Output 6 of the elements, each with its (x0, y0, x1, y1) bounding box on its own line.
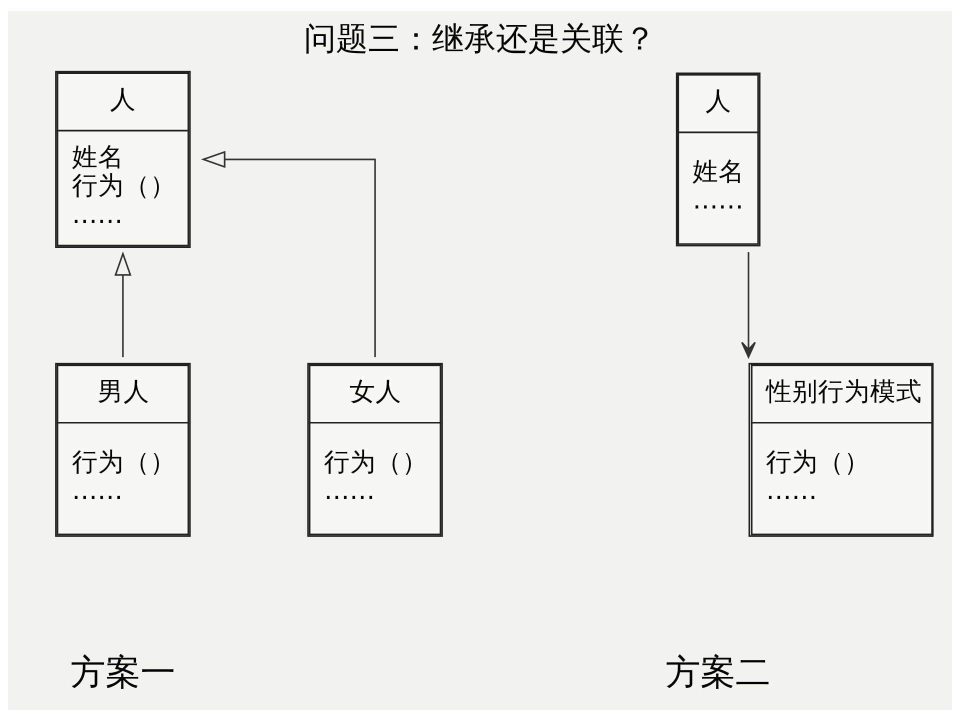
label: 方案二 (666, 651, 771, 692)
arrow (741, 252, 756, 358)
arrow (200, 150, 376, 357)
label: 方案一 (70, 651, 176, 692)
diagram-title: 问题三：继承还是关联？ (304, 18, 656, 57)
arrow (114, 250, 132, 357)
